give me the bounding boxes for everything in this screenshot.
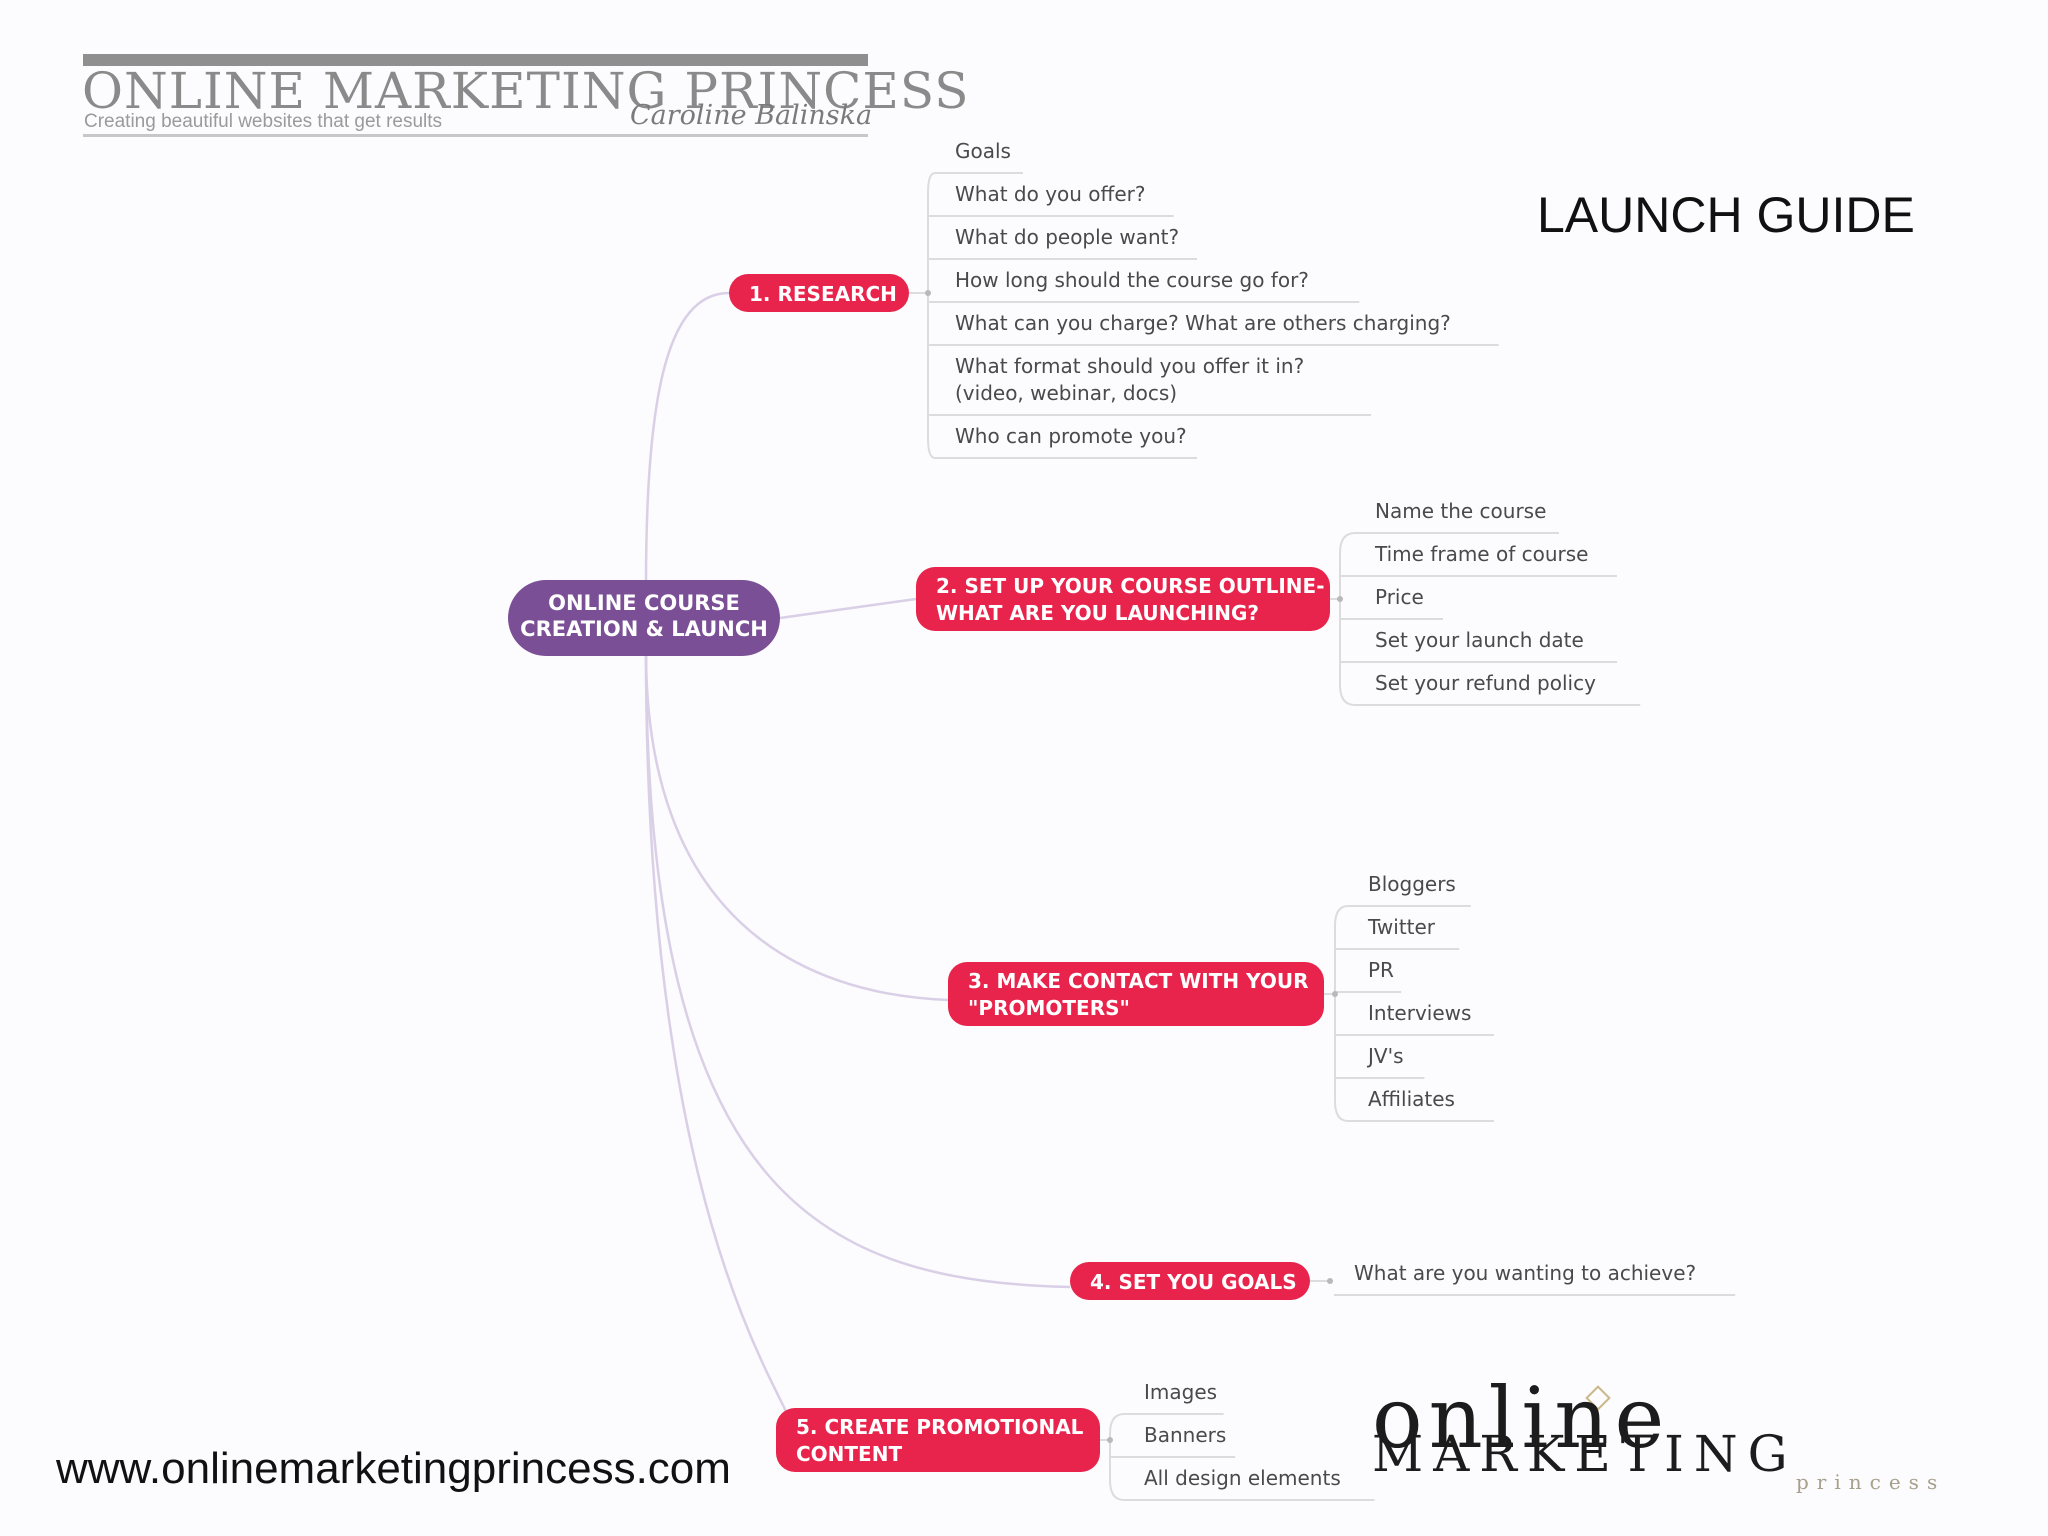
leaf-label: Affiliates xyxy=(1368,1087,1455,1111)
connector-root-research xyxy=(644,291,730,585)
branch-node-label: 1. RESEARCH xyxy=(749,282,897,306)
branch-node-label: 2. SET UP YOUR COURSE OUTLINE- xyxy=(936,574,1325,598)
branch-node-label: CONTENT xyxy=(796,1442,902,1466)
leaf-label: (video, webinar, docs) xyxy=(955,381,1177,405)
brand-logo-signature: Caroline Balinska xyxy=(630,100,873,131)
branch-node-label: 4. SET YOU GOALS xyxy=(1090,1270,1297,1294)
branch-node-research[interactable] xyxy=(729,274,909,312)
leaf-bracket xyxy=(927,172,936,459)
branch-node-label: "PROMOTERS" xyxy=(968,996,1130,1020)
branch-node-outline[interactable] xyxy=(916,567,1330,631)
root-node-label: CREATION & LAUNCH xyxy=(520,617,768,641)
brand-logo-rule xyxy=(83,134,868,137)
leaf-label: Name the course xyxy=(1375,499,1546,523)
leaf-label: JV's xyxy=(1366,1044,1404,1068)
leaf-label: What do people want? xyxy=(955,225,1179,249)
brand-logo-bar xyxy=(83,54,868,66)
branch-node-promoters[interactable] xyxy=(948,962,1324,1026)
leaf-label: What can you charge? What are others cha… xyxy=(955,311,1451,335)
leaf-label: PR xyxy=(1368,958,1394,982)
branch-node-goals[interactable] xyxy=(1070,1262,1310,1300)
root-node[interactable] xyxy=(508,580,780,656)
leaf-label: Goals xyxy=(955,139,1011,163)
leaf-label: Images xyxy=(1144,1380,1217,1404)
collapse-toggle-icon[interactable] xyxy=(1337,596,1343,602)
collapse-toggle-icon[interactable] xyxy=(1327,1278,1333,1284)
leaf-label: Banners xyxy=(1144,1423,1226,1447)
connector-root-promo xyxy=(644,651,796,1448)
footer-logo-line2: MARKETING xyxy=(1372,1425,1798,1483)
collapse-toggle-icon[interactable] xyxy=(1107,1437,1113,1443)
leaf-label: What do you offer? xyxy=(955,182,1145,206)
leaf-label: Set your refund policy xyxy=(1375,671,1596,695)
collapse-toggle-icon[interactable] xyxy=(1332,991,1338,997)
collapse-toggle-icon[interactable] xyxy=(925,290,931,296)
leaf-label: Set your launch date xyxy=(1375,628,1584,652)
leaf-bracket xyxy=(1334,905,1349,1122)
leaf-label: Bloggers xyxy=(1368,872,1456,896)
branch-node-label: 3. MAKE CONTACT WITH YOUR xyxy=(968,969,1309,993)
connector-root-promoters xyxy=(644,651,949,1002)
leaf-label: What are you wanting to achieve? xyxy=(1354,1261,1696,1285)
connector-root-goals xyxy=(644,651,1071,1289)
leaf-label: All design elements xyxy=(1144,1466,1341,1490)
branch-node-label: 5. CREATE PROMOTIONAL xyxy=(796,1415,1084,1439)
leaf-label: Time frame of course xyxy=(1374,542,1588,566)
leaf-label: Price xyxy=(1375,585,1424,609)
leaf-label: Interviews xyxy=(1368,1001,1471,1025)
brand-logo-title: ONLINE MARKETING PRINCESS xyxy=(82,62,970,120)
leaf-label: How long should the course go for? xyxy=(955,268,1309,292)
page-title: LAUNCH GUIDE xyxy=(1537,187,1915,243)
footer-url[interactable]: www.onlinemarketingprincess.com xyxy=(56,1444,731,1493)
connector-root-outline xyxy=(779,597,917,620)
leaf-label: Who can promote you? xyxy=(955,424,1187,448)
root-node-label: ONLINE COURSE xyxy=(548,591,740,615)
footer-logo-line3: princess xyxy=(1796,1470,1946,1494)
branch-node-label: WHAT ARE YOU LAUNCHING? xyxy=(936,601,1259,625)
leaf-label: What format should you offer it in? xyxy=(955,354,1304,378)
footer-logo-line1: online xyxy=(1372,1369,1671,1467)
brand-logo-tagline: Creating beautiful websites that get res… xyxy=(84,111,443,132)
leaf-label: Twitter xyxy=(1367,915,1436,939)
branch-node-promo[interactable] xyxy=(776,1408,1100,1472)
